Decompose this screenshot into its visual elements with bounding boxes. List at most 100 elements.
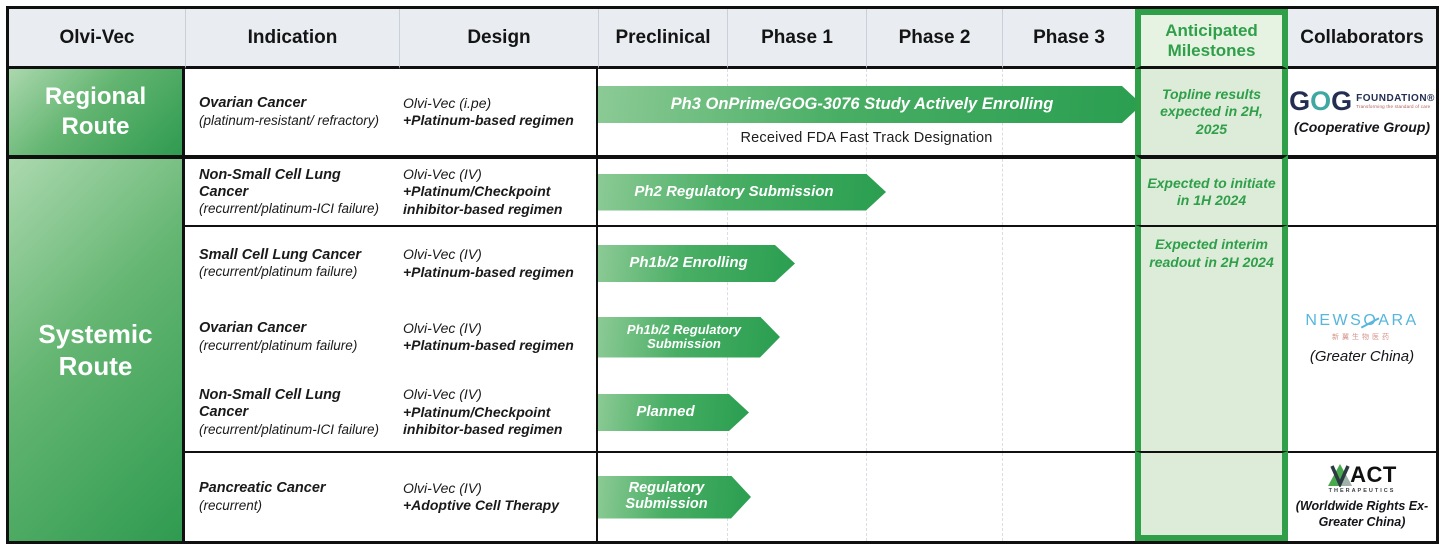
- fda-fast-track-note: Received FDA Fast Track Designation: [740, 130, 993, 146]
- route-cell-regional: Regional Route: [9, 69, 185, 155]
- program-entry-sclc: Small Cell Lung Cancer (recurrent/platin…: [185, 227, 596, 300]
- status-label: Ph1b/2 Regulatory Submission: [626, 321, 742, 351]
- milestone-text: Expected interim readout in 2H 2024: [1149, 236, 1274, 270]
- collaborator-cell-vact: ACT THERAPEUTICS (Worldwide Rights Ex-Gr…: [1288, 451, 1436, 541]
- gog-letter: G: [1331, 86, 1353, 117]
- collaborator-cell-newsoara: NEWSOARA 新翼生物医药 (Greater China): [1288, 225, 1436, 451]
- program-profile-regional-ovarian: Ovarian Cancer (platinum-resistant/ refr…: [185, 69, 598, 155]
- header-label: Phase 2: [898, 26, 971, 48]
- milestone-cell-regional: Topline results expected in 2H, 2025: [1135, 69, 1288, 155]
- collaborator-territory: (Greater China): [1309, 348, 1415, 365]
- header-cell-phase2: Phase 2: [866, 9, 1002, 69]
- header-label: Phase 3: [1033, 26, 1105, 48]
- header-label: Preclinical: [615, 26, 711, 48]
- newsoara-letters: ARA: [1378, 312, 1419, 329]
- vact-act-text: ACT: [1350, 462, 1397, 488]
- phase-track-pancreatic: Regulatory Submission: [598, 451, 1135, 541]
- status-label: Ph1b/2 Enrolling: [629, 254, 748, 272]
- indication-name: Ovarian Cancer: [199, 95, 307, 112]
- design-agent: Olvi-Vec (IV): [403, 246, 482, 262]
- header-cell-indication: Indication: [185, 9, 399, 69]
- indication-block: Non-Small Cell Lung Cancer (recurrent/pl…: [185, 167, 399, 218]
- design-block: Olvi-Vec (IV) +Platinum-based regimen: [399, 320, 596, 355]
- design-regimen: +Platinum-based regimen: [403, 112, 574, 128]
- gog-foundation-text: FOUNDATION®: [1356, 93, 1435, 105]
- header-label: Collaborators: [1300, 26, 1424, 48]
- gog-letter: G: [1289, 86, 1311, 117]
- design-block: Olvi-Vec (i.pe) +Platinum-based regimen: [399, 95, 596, 130]
- indication-detail: (recurrent/platinum-ICI failure): [199, 421, 380, 437]
- status-arrow-ph1b2-enrolling: Ph1b/2 Enrolling: [598, 245, 795, 282]
- indication-block: Ovarian Cancer (recurrent/platinum failu…: [185, 320, 399, 354]
- design-block: Olvi-Vec (IV) +Platinum/Checkpoint inhib…: [399, 386, 596, 439]
- newsoara-logo: NEWSOARA 新翼生物医药: [1305, 313, 1418, 342]
- milestone-cell-nsclc-ph2: Expected to initiate in 1H 2024: [1135, 155, 1288, 225]
- gog-letter-o: O: [1310, 86, 1332, 117]
- design-agent: Olvi-Vec (IV): [403, 165, 482, 182]
- newsoara-slashed-o: O: [1363, 312, 1379, 329]
- route-cell-systemic: Systemic Route: [9, 155, 185, 541]
- indication-detail: (recurrent/platinum failure): [199, 337, 358, 353]
- header-cell-anticipated-milestones: Anticipated Milestones: [1135, 9, 1288, 69]
- design-regimen: +Platinum-based regimen: [403, 337, 574, 353]
- design-regimen: +Platinum/Checkpoint inhibitor-based reg…: [403, 183, 563, 217]
- header-cell-olvi-vec: Olvi-Vec: [9, 9, 185, 69]
- indication-name: Pancreatic Cancer: [199, 480, 326, 497]
- vact-therapeutics-text: THERAPEUTICS: [1328, 488, 1396, 495]
- indication-block: Small Cell Lung Cancer (recurrent/platin…: [185, 247, 399, 281]
- header-cell-preclinical: Preclinical: [598, 9, 727, 69]
- phase-track-regional: Ph3 OnPrime/GOG-3076 Study Actively Enro…: [598, 69, 1135, 155]
- indication-name: Non-Small Cell Lung Cancer: [199, 387, 341, 421]
- design-block: Olvi-Vec (IV) +Adoptive Cell Therapy: [399, 480, 596, 515]
- header-label: Phase 1: [761, 26, 833, 48]
- indication-block: Ovarian Cancer (platinum-resistant/ refr…: [185, 95, 399, 129]
- header-label: Olvi-Vec: [59, 26, 135, 48]
- gog-tagline: Transforming the standard of care: [1356, 104, 1431, 110]
- program-profile-group: Small Cell Lung Cancer (recurrent/platin…: [185, 225, 598, 451]
- design-regimen: +Platinum-based regimen: [403, 263, 574, 280]
- design-regimen: +Platinum/Checkpoint inhibitor-based reg…: [403, 403, 563, 438]
- design-agent: Olvi-Vec (IV): [403, 386, 482, 403]
- status-arrow-ph3: Ph3 OnPrime/GOG-3076 Study Actively Enro…: [598, 86, 1135, 123]
- route-label: Regional Route: [44, 83, 147, 140]
- vact-therapeutics-logo: ACT THERAPEUTICS: [1327, 463, 1397, 494]
- newsoara-chinese-text: 新翼生物医药: [1331, 334, 1392, 341]
- design-block: Olvi-Vec (IV) +Platinum-based regimen: [399, 246, 596, 281]
- header-cell-design: Design: [399, 9, 598, 69]
- route-label: Systemic Route: [38, 318, 153, 382]
- phase-track-nsclc-ph2: Ph2 Regulatory Submission: [598, 155, 1135, 225]
- header-cell-collaborators: Collaborators: [1288, 9, 1436, 69]
- indication-detail: (recurrent/platinum failure): [199, 264, 358, 280]
- program-profile-pancreatic: Pancreatic Cancer (recurrent) Olvi-Vec (…: [185, 451, 598, 541]
- indication-block: Pancreatic Cancer (recurrent): [185, 480, 399, 514]
- status-arrow-ph1b2-regulatory: Ph1b/2 Regulatory Submission: [598, 317, 780, 358]
- vact-v-logo-icon: [1328, 464, 1353, 488]
- header-cell-phase1: Phase 1: [727, 9, 866, 69]
- collaborator-role: (Cooperative Group): [1293, 119, 1431, 136]
- indication-name: Non-Small Cell Lung Cancer: [199, 166, 341, 200]
- status-label: Regulatory Submission: [625, 480, 708, 512]
- indication-detail: (recurrent/platinum-ICI failure): [199, 201, 380, 217]
- milestone-cell-group: Expected interim readout in 2H 2024: [1135, 225, 1288, 451]
- program-entry-ovarian-iv: Ovarian Cancer (recurrent/platinum failu…: [185, 300, 596, 374]
- design-block: Olvi-Vec (IV) +Platinum/Checkpoint inhib…: [399, 166, 596, 219]
- status-arrow-ph2: Ph2 Regulatory Submission: [598, 174, 886, 211]
- newsoara-letters: NEWS: [1305, 312, 1364, 329]
- program-entry-nsclc-planned: Non-Small Cell Lung Cancer (recurrent/pl…: [185, 374, 596, 451]
- header-cell-phase3: Phase 3: [1002, 9, 1135, 69]
- status-arrow-planned: Planned: [598, 394, 749, 431]
- indication-block: Non-Small Cell Lung Cancer (recurrent/pl…: [185, 387, 399, 438]
- header-label: Indication: [247, 26, 338, 48]
- status-label: Ph2 Regulatory Submission: [634, 182, 834, 200]
- design-agent: Olvi-Vec (IV): [403, 479, 482, 496]
- milestone-cell-empty: [1135, 451, 1288, 541]
- design-agent: Olvi-Vec (IV): [403, 319, 482, 336]
- indication-detail: (recurrent): [199, 497, 263, 513]
- collaborator-rights: (Worldwide Rights Ex-Greater China): [1295, 499, 1429, 529]
- design-agent: Olvi-Vec (i.pe): [403, 94, 492, 111]
- indication-name: Small Cell Lung Cancer: [199, 246, 361, 263]
- status-label: Ph3 OnPrime/GOG-3076 Study Actively Enro…: [670, 95, 1054, 114]
- header-label: Anticipated Milestones: [1165, 21, 1258, 60]
